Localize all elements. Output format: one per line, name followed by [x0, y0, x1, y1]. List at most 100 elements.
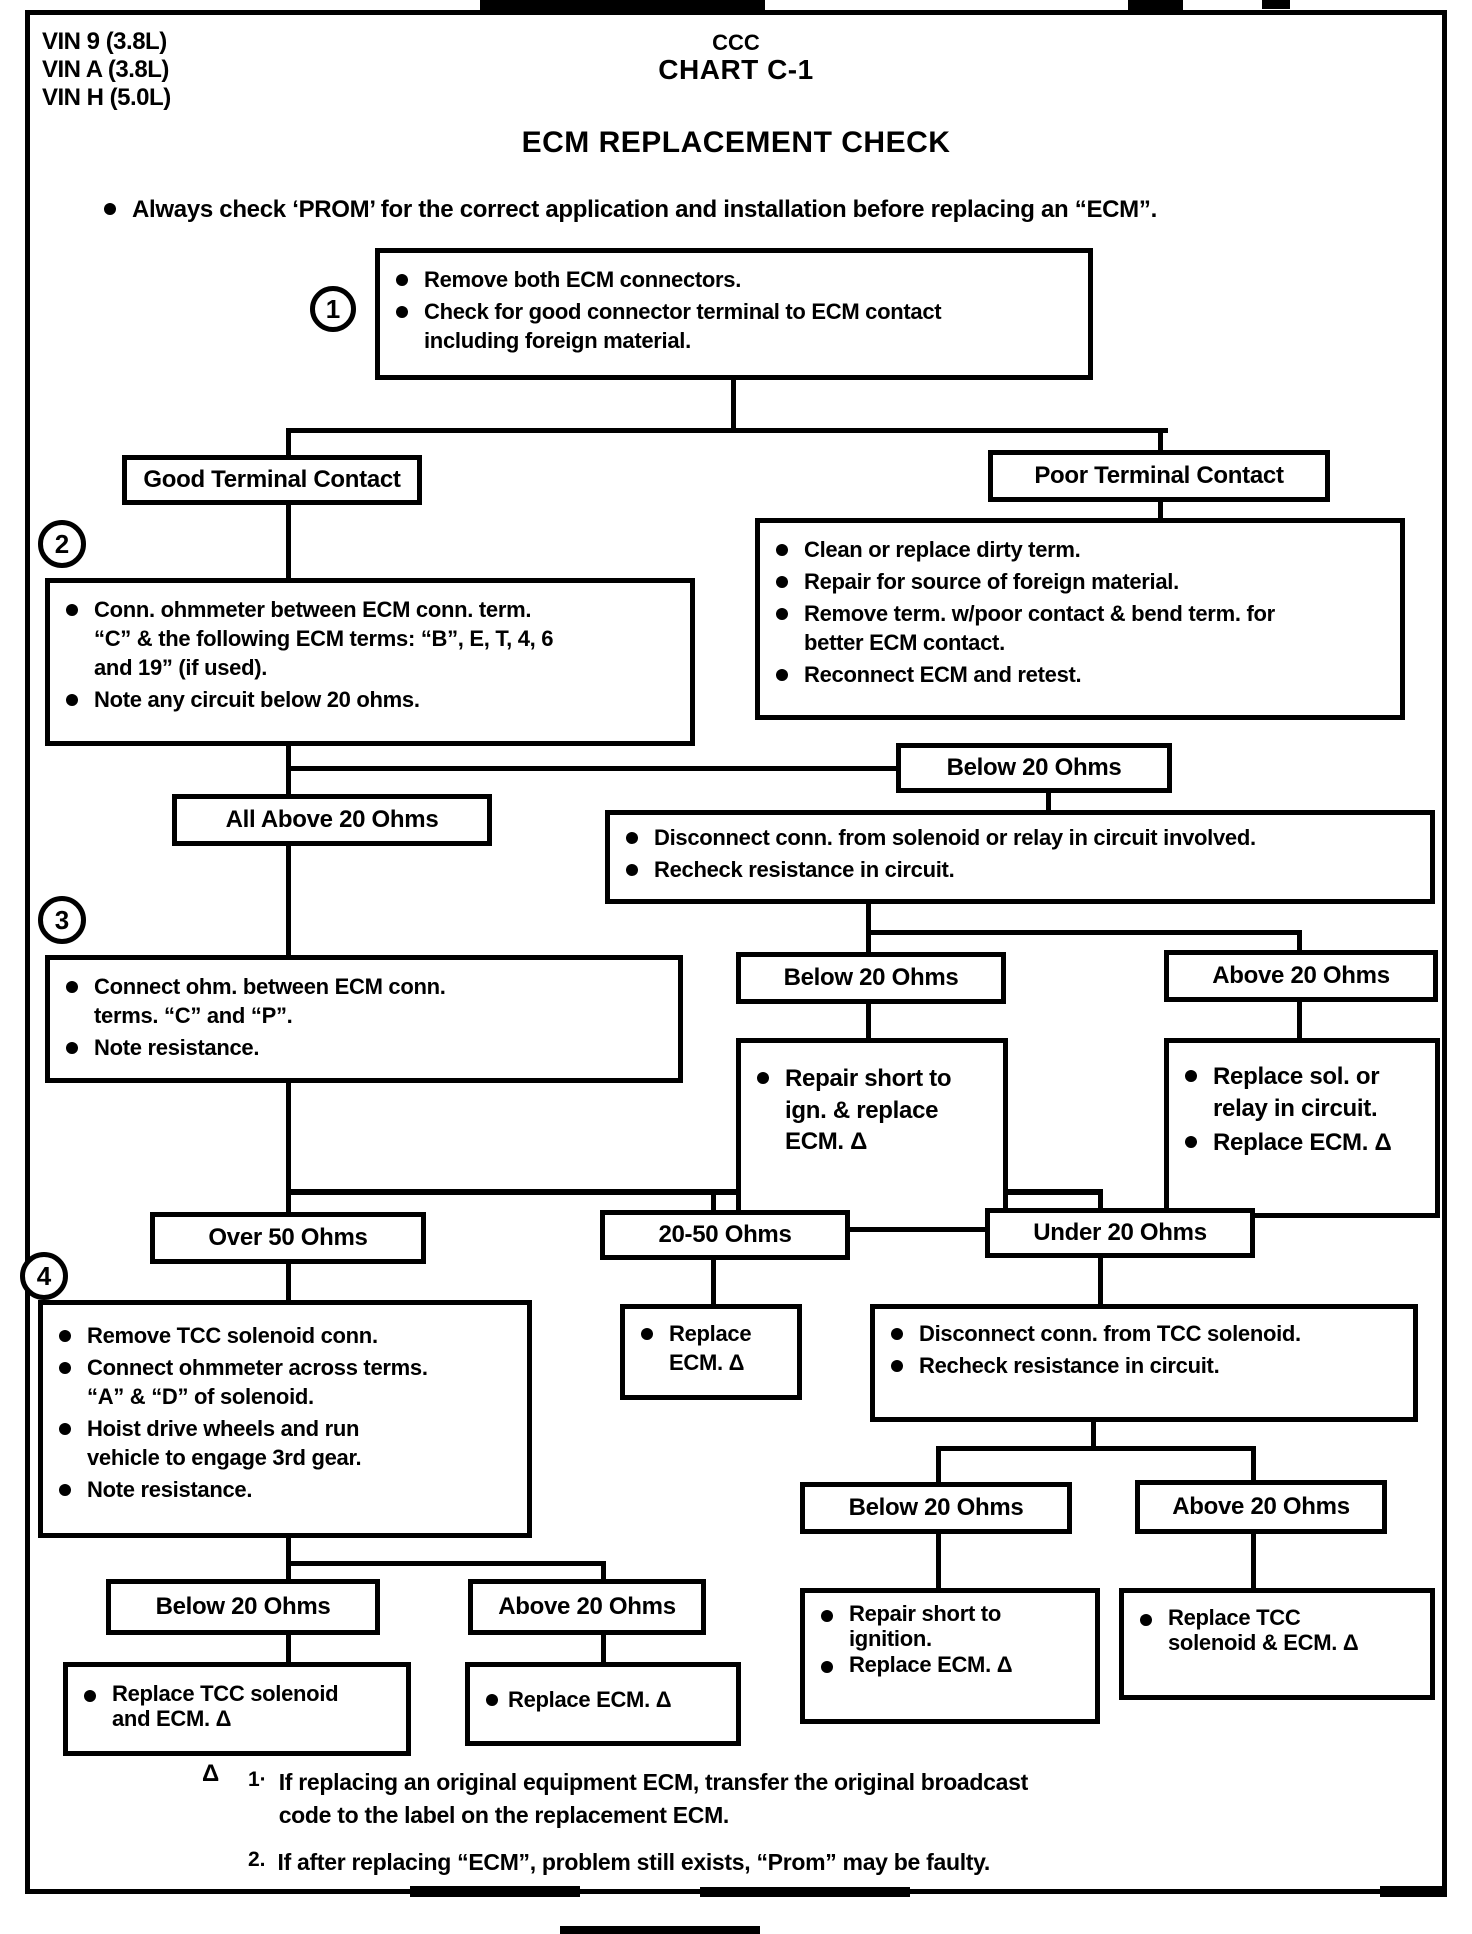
- bullet-icon: [626, 832, 638, 844]
- node-step1-actions: Remove both ECM connectors. Check for go…: [375, 248, 1093, 380]
- bullet-item: Remove TCC solenoid conn.: [51, 1321, 521, 1350]
- bullet-icon: [757, 1072, 769, 1084]
- footnote-1: 1· If replacing an original equipment EC…: [248, 1766, 1028, 1833]
- connector: [286, 1189, 1103, 1195]
- bullet-icon: [891, 1360, 903, 1373]
- bullet-icon: [1185, 1070, 1197, 1082]
- node-above-20-ohms-1: Above 20 Ohms: [1164, 950, 1438, 1002]
- connector: [1091, 1420, 1096, 1450]
- intro-note-row: Always check ‘PROM’ for the correct appl…: [96, 194, 1416, 226]
- bullet-item: Note any circuit below 20 ohms.: [58, 685, 684, 714]
- node-step2-actions: Conn. ohmmeter between ECM conn. term. “…: [45, 578, 695, 746]
- scan-mark: [480, 0, 765, 12]
- connector: [936, 1446, 1256, 1451]
- bullet-icon: [66, 1042, 78, 1055]
- bullet-item: Recheck resistance in circuit.: [883, 1351, 1407, 1380]
- bullet-icon: [776, 608, 788, 621]
- bullet-item: Disconnect conn. from TCC solenoid.: [883, 1319, 1407, 1348]
- connector: [936, 1446, 941, 1484]
- scan-mark: [560, 1926, 760, 1934]
- bullet-item: Connect ohmmeter across terms. “A” & “D”…: [51, 1353, 521, 1411]
- connector: [1251, 1532, 1256, 1588]
- node-over-50-ohms: Over 50 Ohms: [150, 1212, 426, 1264]
- node-replace-tcc-ecm-right: Replace TCC solenoid & ECM. Δ: [1119, 1588, 1435, 1700]
- bullet-icon: [641, 1328, 653, 1340]
- bullet-item: Replace ECM. Δ: [633, 1319, 791, 1377]
- bullet-icon: [59, 1362, 71, 1375]
- scan-mark: [1380, 1886, 1447, 1897]
- bullet-item: Repair short to ignition.: [813, 1601, 1089, 1652]
- bullet-item: Note resistance.: [51, 1475, 521, 1504]
- node-20-50-ohms: 20-50 Ohms: [600, 1210, 850, 1260]
- node-under-20-ohms: Under 20 Ohms: [985, 1208, 1255, 1258]
- bullet-icon: [776, 669, 788, 682]
- bullet-item: Replace ECM. Δ: [813, 1652, 1089, 1677]
- vin-label: VIN 9 (3.8L): [42, 28, 167, 55]
- step-circle-2: 2: [38, 520, 86, 568]
- bullet-icon: [1140, 1614, 1152, 1626]
- bullet-icon: [66, 604, 78, 616]
- node-above-20-ohms-2: Above 20 Ohms: [1135, 1480, 1387, 1534]
- bullet-item: Remove term. w/poor contact & bend term.…: [768, 599, 1394, 657]
- connector: [286, 766, 900, 771]
- bullet-icon: [776, 576, 788, 589]
- bullet-icon: [66, 694, 78, 707]
- bullet-icon: [84, 1690, 96, 1702]
- chart-title: CHART C-1: [658, 54, 814, 85]
- bullet-icon: [891, 1328, 903, 1340]
- node-repair-short-ignition: Repair short to ignition. Replace ECM. Δ: [800, 1588, 1100, 1724]
- node-all-above-20-ohms: All Above 20 Ohms: [172, 794, 492, 846]
- bullet-icon: [821, 1610, 833, 1622]
- footnote-delta-symbol: Δ: [202, 1760, 220, 1787]
- bullet-icon: [59, 1423, 71, 1436]
- connector: [286, 1262, 291, 1302]
- node-poor-terminal-actions: Clean or replace dirty term. Repair for …: [755, 518, 1405, 720]
- bullet-icon: [821, 1660, 833, 1673]
- connector: [731, 378, 736, 430]
- node-good-terminal-contact: Good Terminal Contact: [122, 455, 422, 505]
- bullet-item: Recheck resistance in circuit.: [618, 855, 1424, 884]
- connector: [1046, 790, 1051, 814]
- bullet-icon: [104, 203, 116, 215]
- node-above-20-ohms-3: Above 20 Ohms: [468, 1579, 706, 1635]
- bullet-icon: [396, 306, 408, 319]
- connector: [286, 1561, 606, 1566]
- connector: [1297, 1000, 1302, 1038]
- scan-mark: [410, 1886, 580, 1897]
- node-below-20-ohms-1: Below 20 Ohms: [896, 743, 1172, 793]
- bullet-item: Hoist drive wheels and run vehicle to en…: [51, 1414, 521, 1472]
- connector: [1158, 428, 1163, 457]
- chart-code: CCC: [712, 30, 760, 55]
- node-below-20-ohms-4: Below 20 Ohms: [106, 1579, 380, 1635]
- bullet-icon: [776, 544, 788, 556]
- bullet-item: Disconnect conn. from solenoid or relay …: [618, 823, 1424, 852]
- connector: [286, 1536, 291, 1566]
- connector: [286, 428, 1168, 433]
- node-step3-actions: Connect ohm. between ECM conn. terms. “C…: [45, 955, 683, 1083]
- bullet-icon: [396, 274, 408, 286]
- scan-mark: [700, 1887, 910, 1897]
- bullet-item: Remove both ECM connectors.: [388, 265, 1082, 294]
- intro-note: Always check ‘PROM’ for the correct appl…: [132, 196, 1157, 223]
- vin-label: VIN H (5.0L): [42, 84, 171, 111]
- connector: [866, 900, 871, 934]
- bullet-item: Repair short to ign. & replace ECM. Δ: [749, 1063, 997, 1158]
- connector: [1251, 1446, 1256, 1482]
- bullet-item: Replace ECM. Δ: [478, 1685, 730, 1714]
- node-below-20-ohms-2: Below 20 Ohms: [736, 952, 1006, 1004]
- scan-mark: [1262, 0, 1290, 9]
- connector: [286, 1081, 291, 1193]
- connector: [1297, 930, 1302, 954]
- scan-mark: [1128, 0, 1183, 12]
- bullet-item: Repair for source of foreign material.: [768, 567, 1394, 596]
- connector: [866, 1002, 871, 1038]
- connector: [286, 428, 291, 458]
- bullet-icon: [59, 1484, 71, 1497]
- bullet-item: Note resistance.: [58, 1033, 672, 1062]
- bullet-item: Replace sol. or relay in circuit.: [1177, 1061, 1429, 1124]
- node-disconnect-solenoid: Disconnect conn. from solenoid or relay …: [605, 810, 1435, 904]
- bullet-item: Replace TCC solenoid and ECM. Δ: [76, 1681, 400, 1732]
- node-below-20-ohms-3: Below 20 Ohms: [800, 1482, 1072, 1534]
- connector: [866, 930, 1302, 935]
